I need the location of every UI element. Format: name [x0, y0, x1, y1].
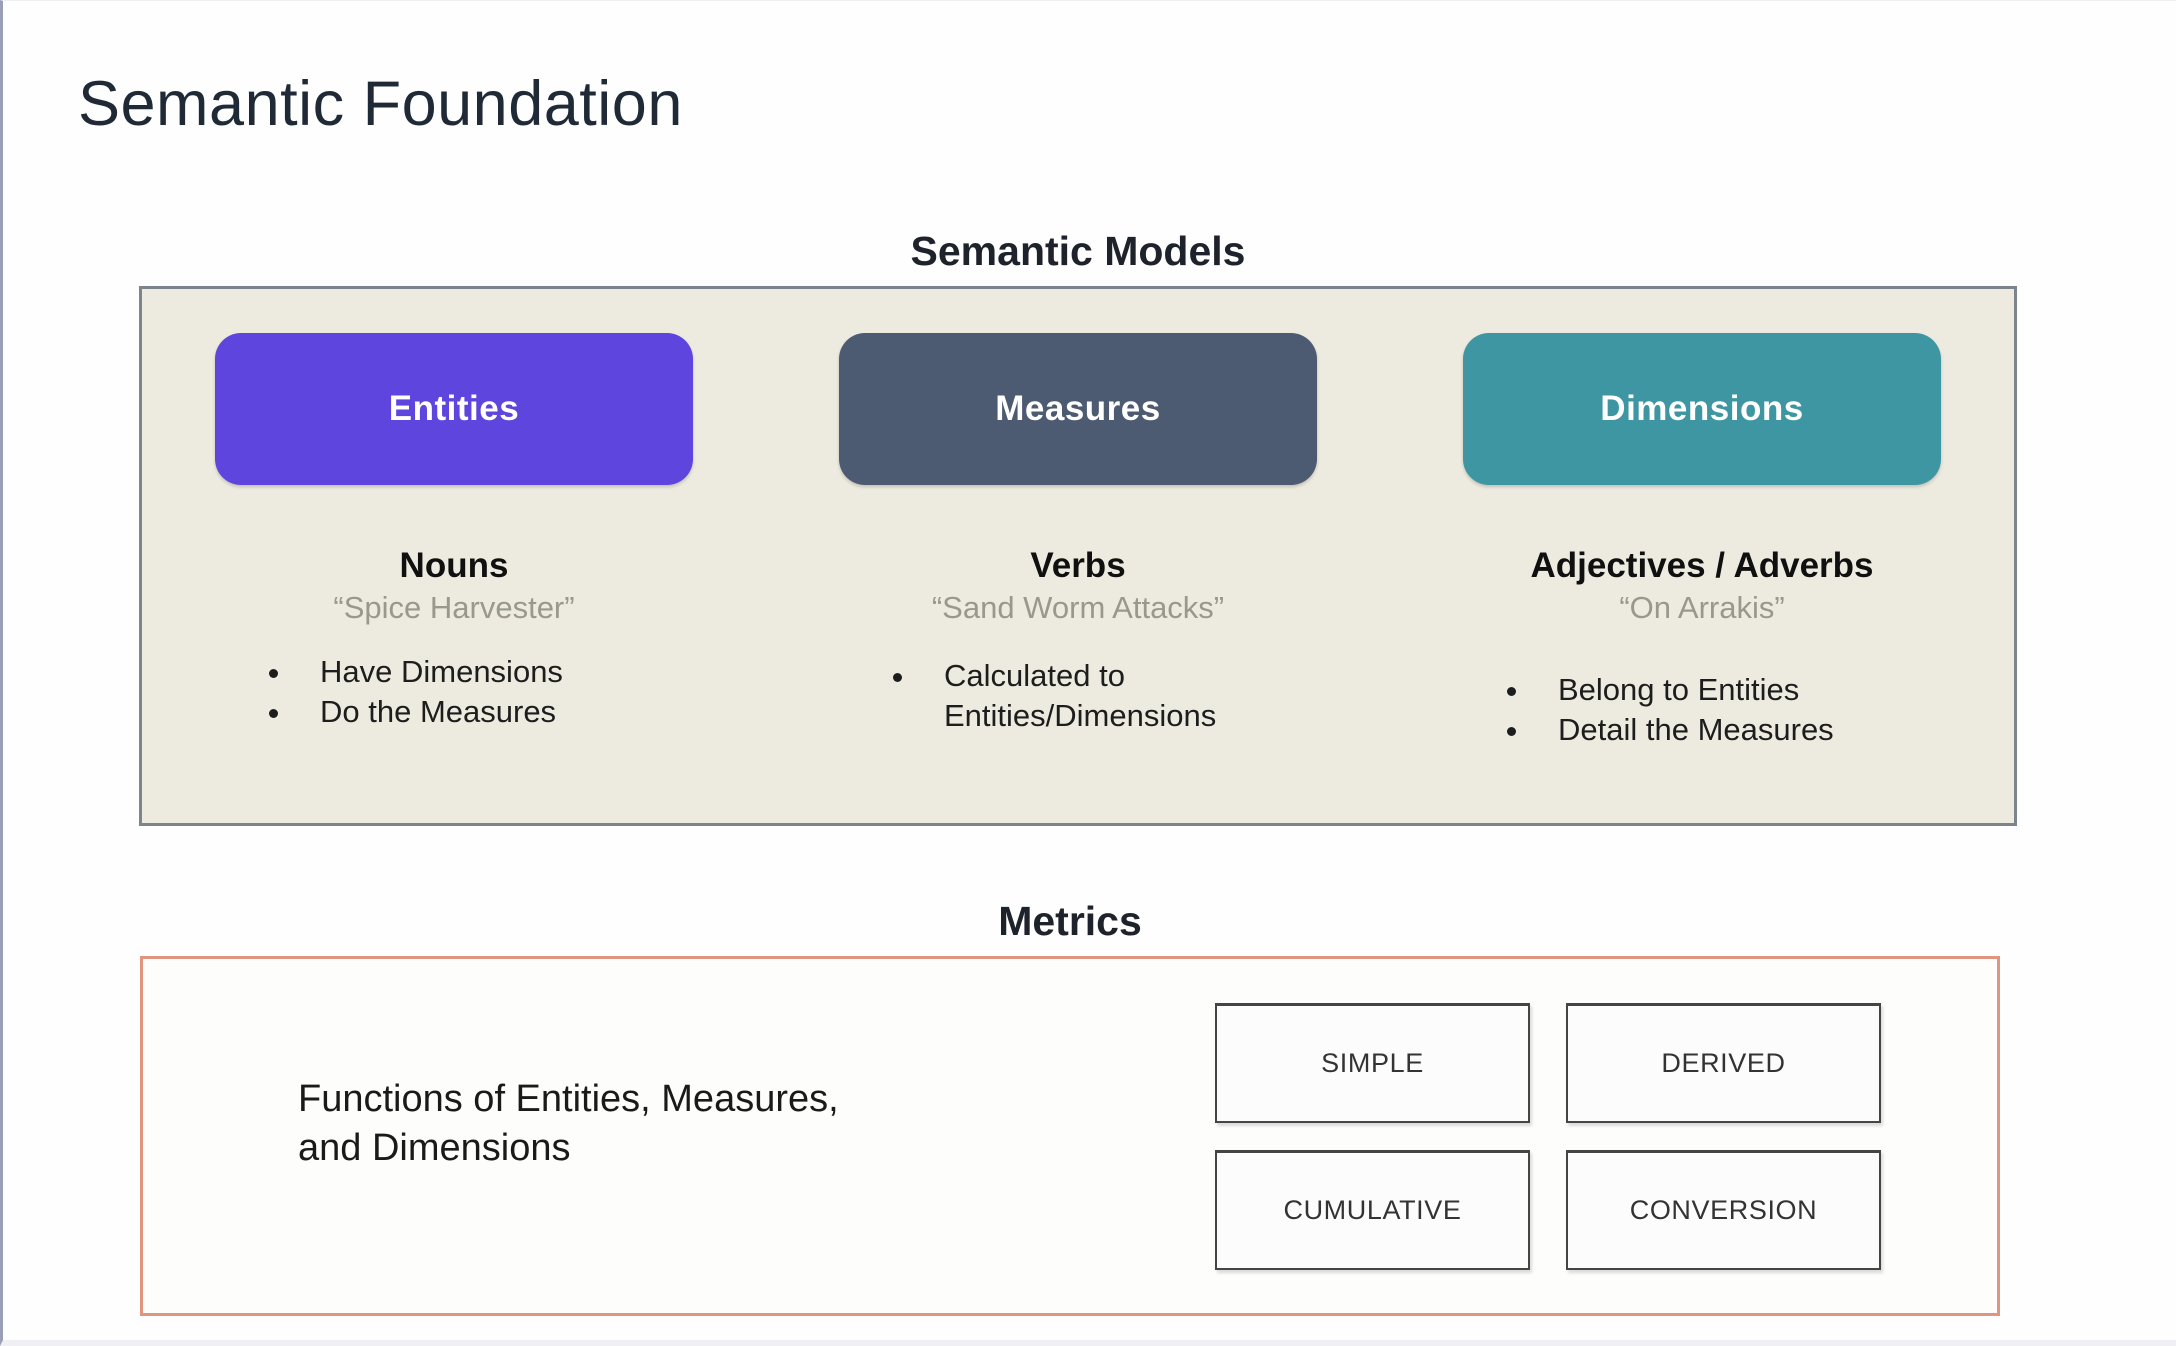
dimensions-bullet-list: Belong to Entities Detail the Measures	[1492, 670, 1912, 752]
entities-pill: Entities	[215, 333, 693, 485]
entities-column: Entities Nouns “Spice Harvester” Have Di…	[142, 289, 766, 823]
measures-pill: Measures	[839, 333, 1317, 485]
measures-bullet-list: Calculated to Entities/Dimensions	[878, 656, 1278, 738]
dimensions-quote: “On Arrakis”	[1619, 589, 1785, 625]
entities-heading: Nouns	[399, 546, 509, 585]
measures-column: Measures Verbs “Sand Worm Attacks” Calcu…	[766, 289, 1390, 823]
dimensions-pill-label: Dimensions	[1600, 389, 1804, 428]
entities-pill-label: Entities	[388, 389, 520, 428]
semantic-models-section-title: Semantic Models	[910, 228, 1246, 274]
metric-box-conversion: CONVERSION	[1566, 1150, 1881, 1270]
metrics-panel: Functions of Entities, Measures, and Dim…	[140, 956, 2000, 1316]
metric-box-simple: SIMPLE	[1215, 1003, 1530, 1123]
entities-bullet-list: Have Dimensions Do the Measures	[254, 652, 654, 734]
measures-quote: “Sand Worm Attacks”	[931, 589, 1225, 625]
bullet-item: Detail the Measures	[1532, 710, 1912, 751]
measures-heading: Verbs	[1030, 546, 1126, 585]
metric-types-grid: SIMPLE DERIVED CUMULATIVE CONVERSION	[1215, 1003, 1881, 1270]
metric-box-label: CONVERSION	[1629, 1195, 1818, 1225]
slide-title: Semantic Foundation	[78, 69, 683, 139]
metric-box-derived: DERIVED	[1566, 1003, 1881, 1123]
metric-box-cumulative: CUMULATIVE	[1215, 1150, 1530, 1270]
metric-box-label: CUMULATIVE	[1283, 1195, 1462, 1225]
bullet-item: Have Dimensions	[294, 652, 654, 693]
dimensions-column: Dimensions Adjectives / Adverbs “On Arra…	[1390, 289, 2014, 823]
bullet-item: Belong to Entities	[1532, 670, 1912, 711]
bullet-item: Calculated to Entities/Dimensions	[918, 656, 1278, 738]
entities-quote: “Spice Harvester”	[333, 589, 575, 625]
semantic-models-panel: Entities Nouns “Spice Harvester” Have Di…	[139, 286, 2017, 826]
measures-pill-label: Measures	[995, 389, 1161, 428]
metrics-description: Functions of Entities, Measures, and Dim…	[298, 1078, 839, 1169]
metric-box-label: SIMPLE	[1321, 1048, 1424, 1078]
metrics-section-title: Metrics	[998, 898, 1142, 944]
metric-box-label: DERIVED	[1661, 1048, 1786, 1078]
bullet-item: Do the Measures	[294, 692, 654, 733]
dimensions-heading: Adjectives / Adverbs	[1530, 546, 1874, 585]
dimensions-pill: Dimensions	[1463, 333, 1941, 485]
